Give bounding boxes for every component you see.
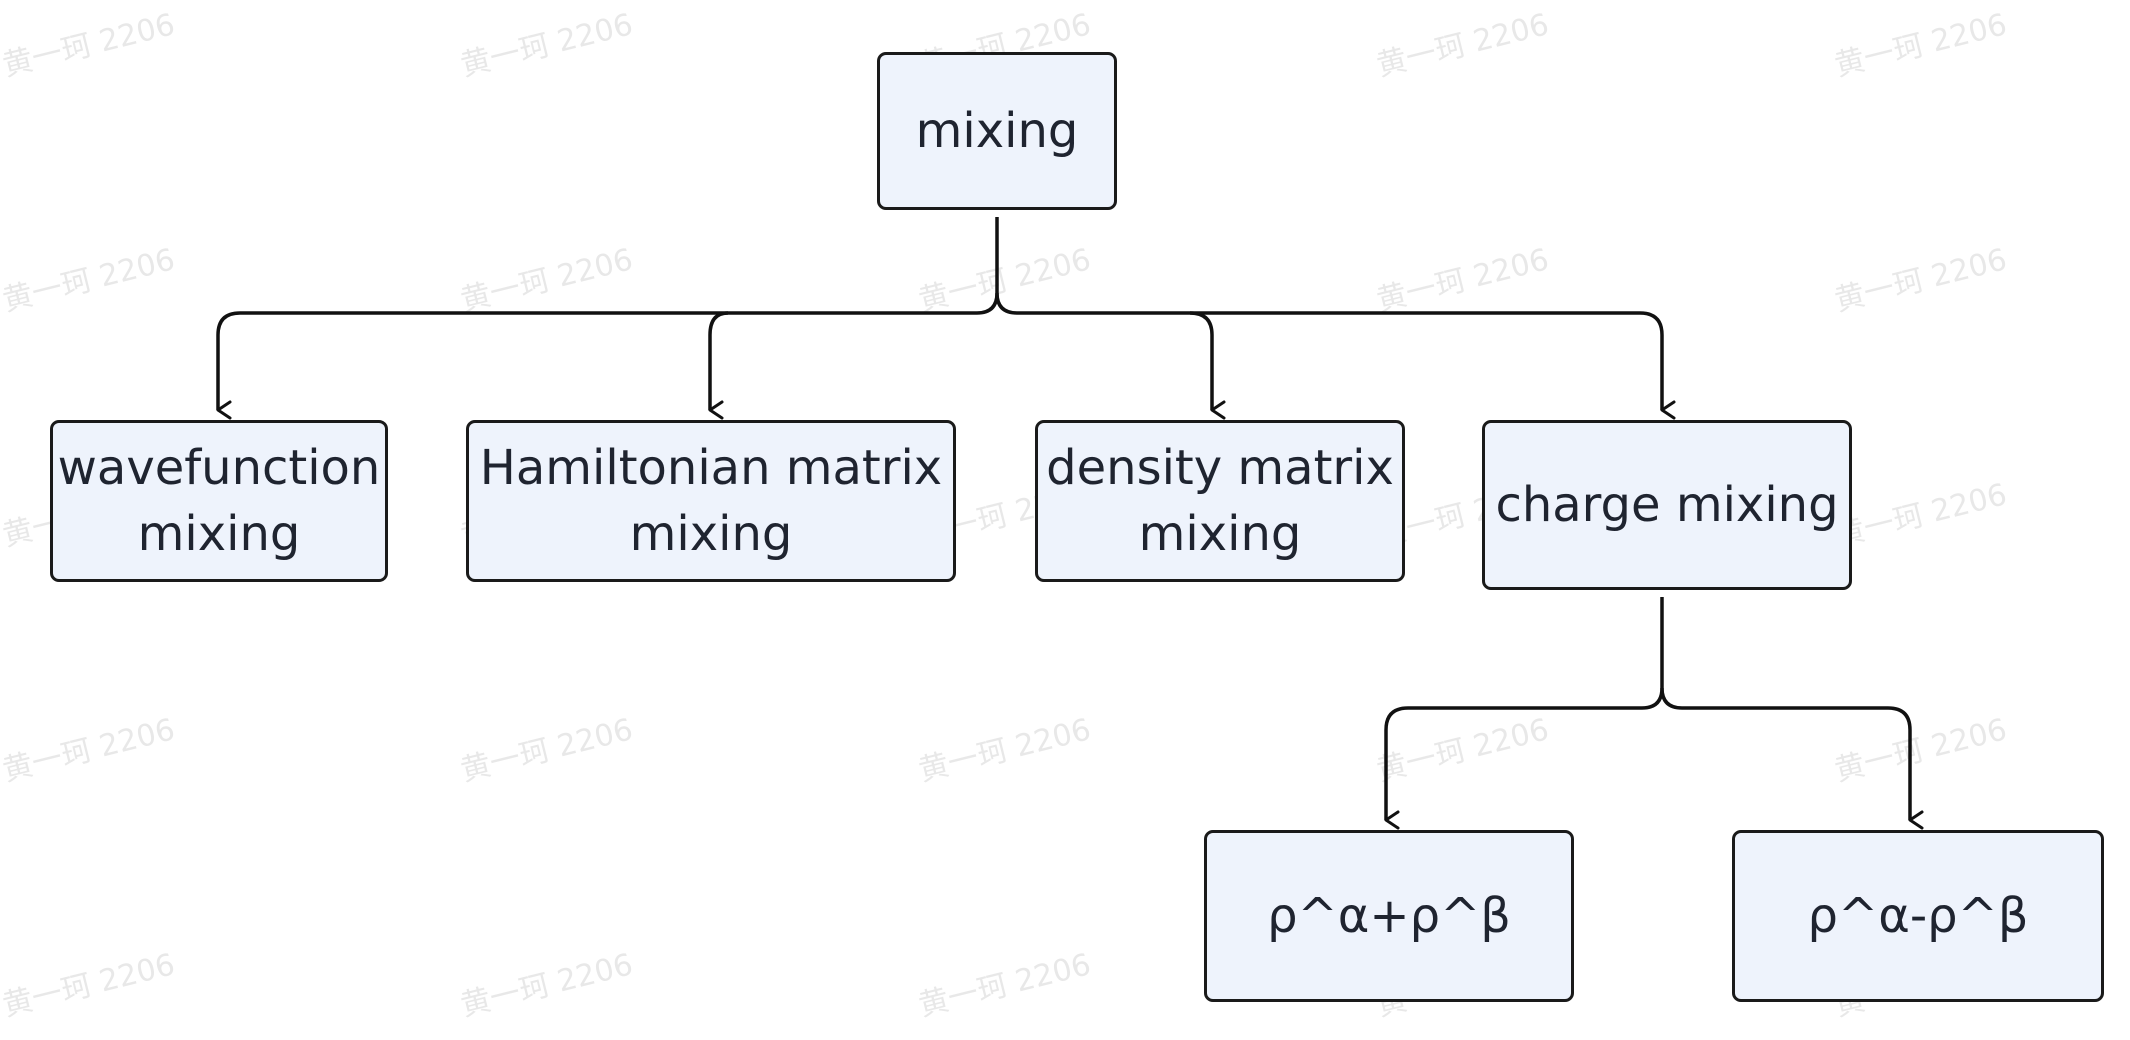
node-label: ρ^α+ρ^β [1267,887,1511,944]
node-label-line: density matrix [1046,439,1394,496]
node-rho-alpha-plus-rho-beta: ρ^α+ρ^β [1204,830,1574,1002]
node-label-group: wavefunction mixing [58,435,381,567]
connector-charge-to-rho-plus [1384,687,1664,830]
node-rho-alpha-minus-rho-beta: ρ^α-ρ^β [1732,830,2104,1002]
node-charge-mixing: charge mixing [1482,420,1852,590]
node-hamiltonian-matrix-mixing: Hamiltonian matrix mixing [466,420,956,582]
node-label-group: Hamiltonian matrix mixing [480,435,942,567]
connector-root-to-hamiltonian [708,311,729,420]
node-label-line: wavefunction [57,439,381,496]
connector-charge-to-rho-minus [1660,687,1924,830]
node-mixing: mixing [877,52,1117,210]
connector-root-to-wavefunction [216,292,999,420]
node-label-group: density matrix mixing [1046,435,1394,567]
node-wavefunction-mixing: wavefunction mixing [50,420,388,582]
connector-root-to-density [995,292,1226,420]
node-label-line: Hamiltonian matrix [479,439,943,496]
node-label-line: mixing [137,506,301,562]
connector-root-to-charge [1190,311,1676,420]
node-label-line: mixing [629,506,793,562]
node-label-line: mixing [1138,506,1302,562]
node-density-matrix-mixing: density matrix mixing [1035,420,1405,582]
node-label: charge mixing [1495,476,1839,533]
node-label: ρ^α-ρ^β [1807,887,2029,944]
node-label: mixing [915,102,1079,159]
